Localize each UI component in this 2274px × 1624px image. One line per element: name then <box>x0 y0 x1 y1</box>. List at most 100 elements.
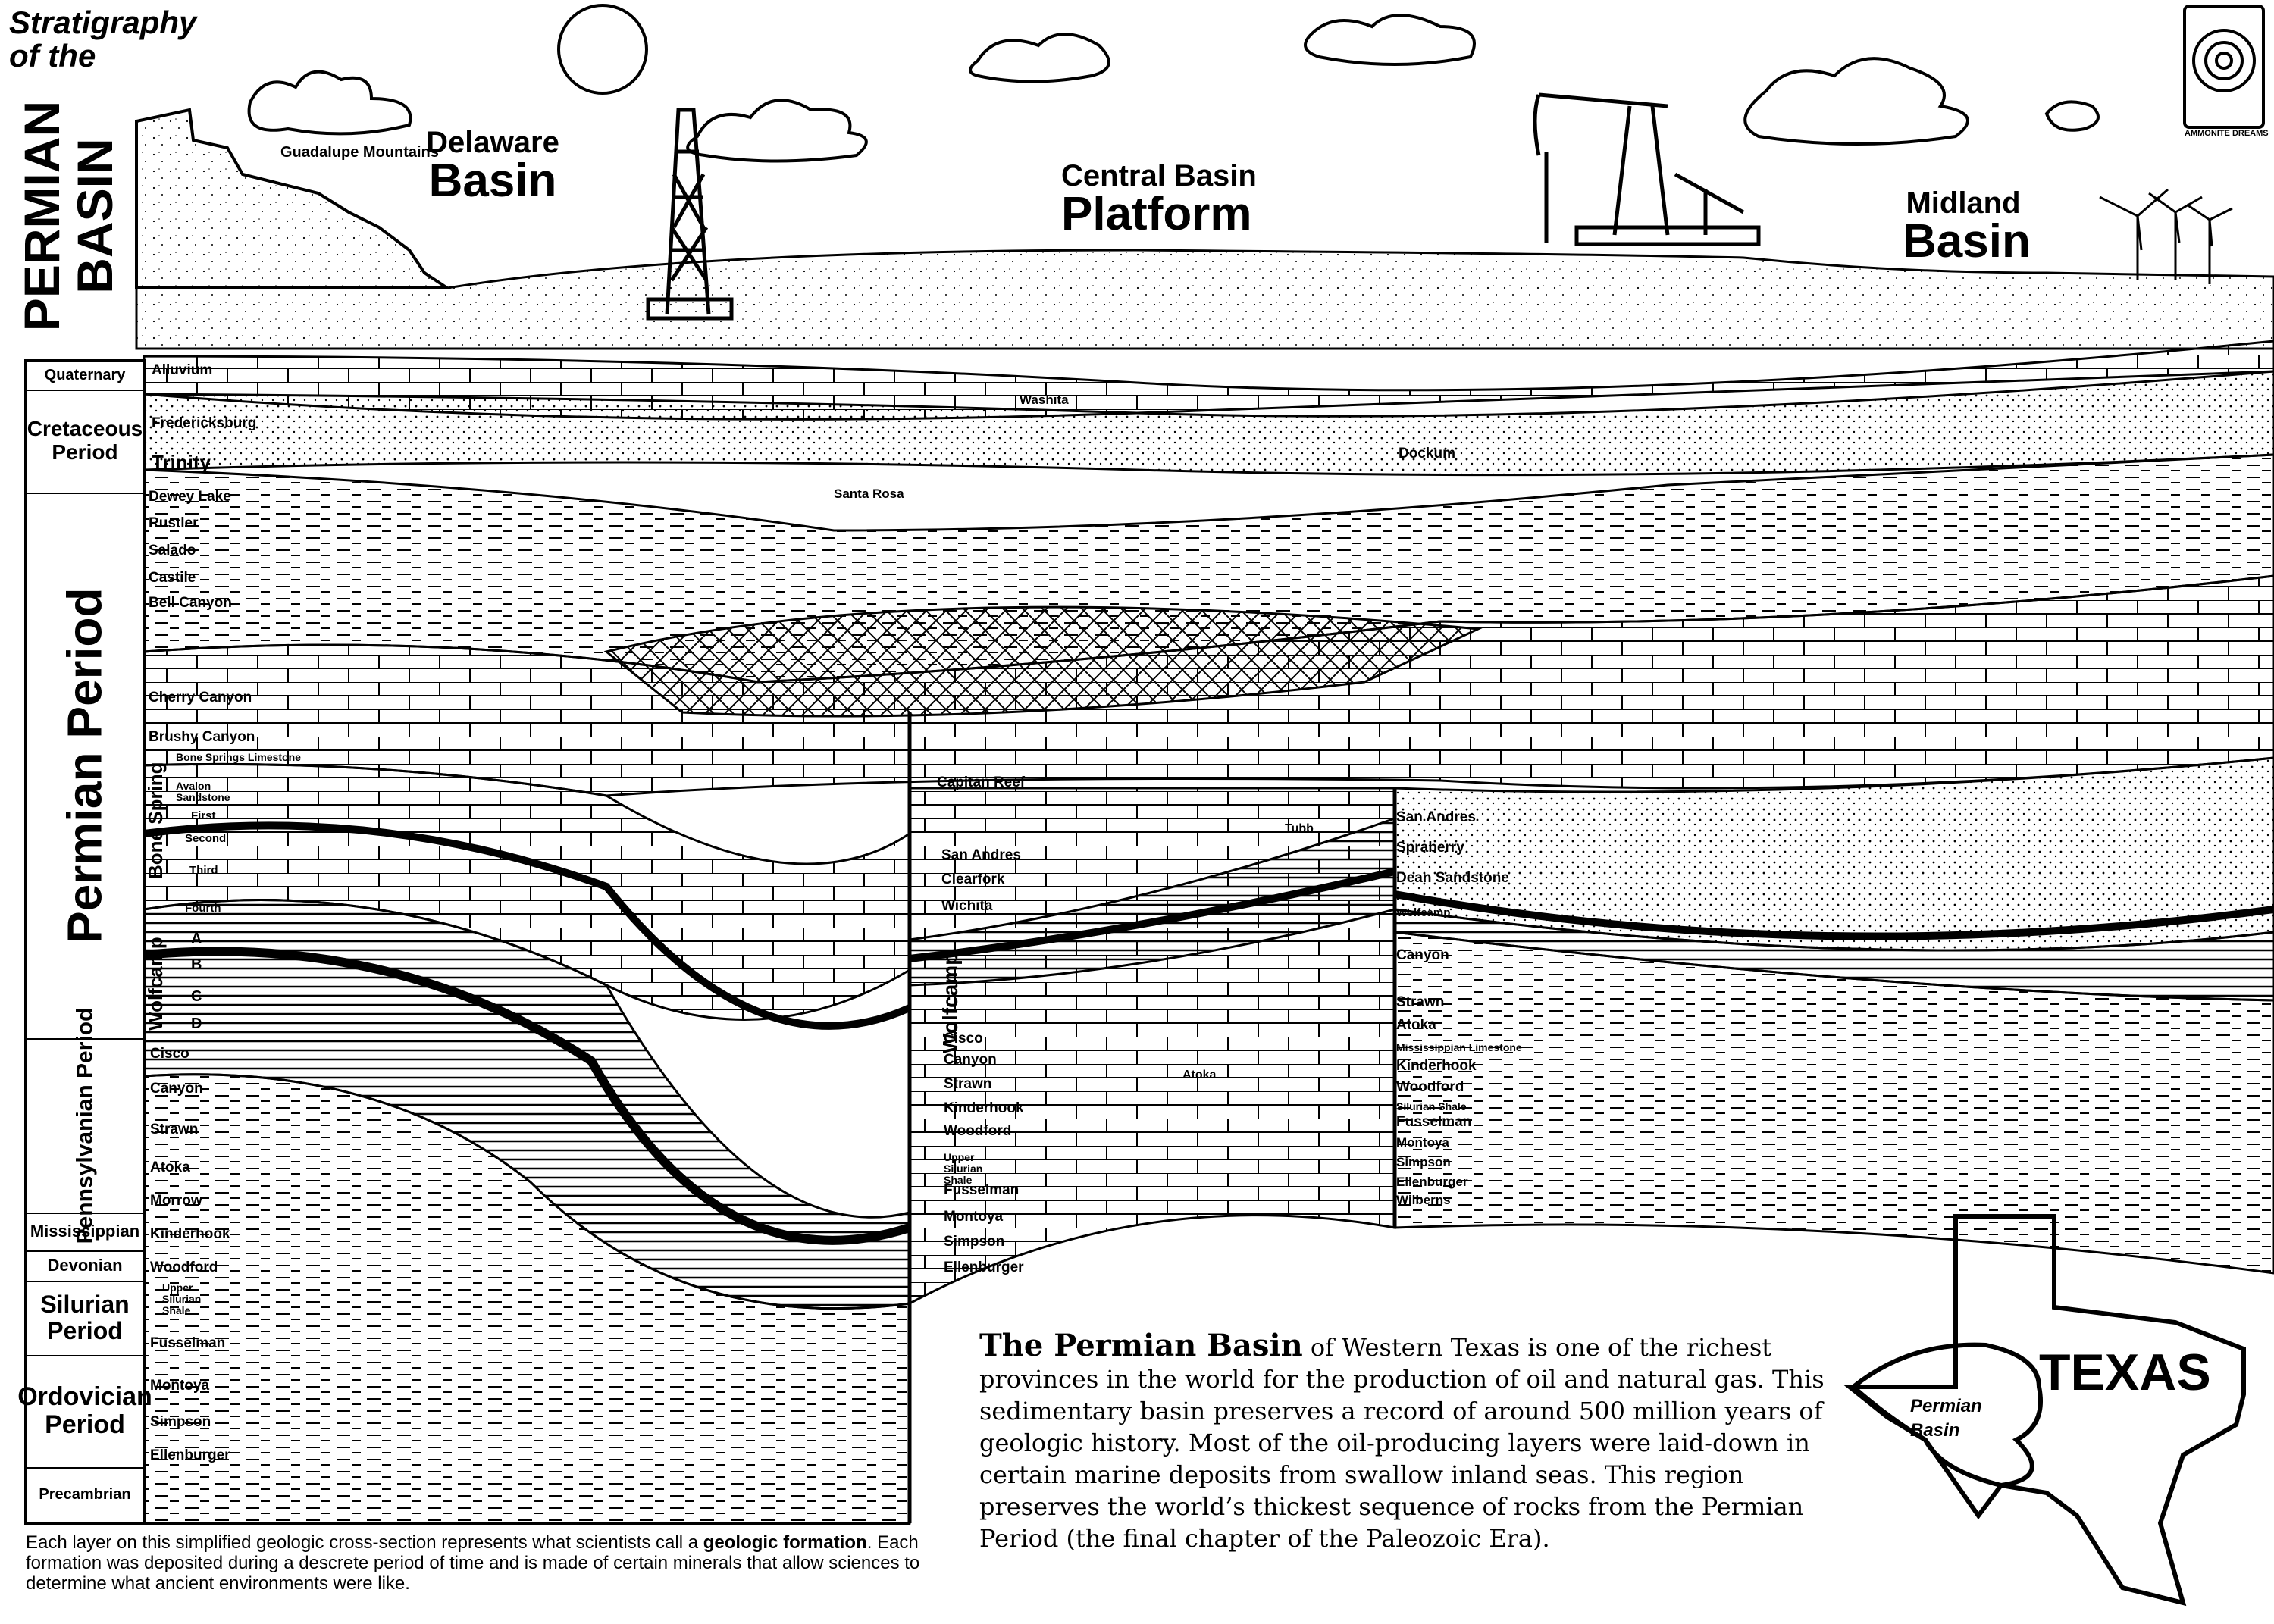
period-mississippian: Mississippian <box>26 1213 144 1252</box>
midland-wilberns: Wilberns <box>1396 1193 1451 1207</box>
central-cisco: Cisco <box>944 1031 983 1047</box>
formation-cisco: Cisco <box>150 1046 190 1062</box>
central-wichita: Wichita <box>941 898 993 914</box>
label-dockum: Dockum <box>1399 446 1455 462</box>
layer-bell-canyon <box>143 574 2274 797</box>
period-precambrian: Precambrian <box>39 1486 131 1503</box>
logo-text: AMMONITE DREAMS <box>2185 129 2269 138</box>
layer-delaware-deep <box>143 1073 911 1525</box>
formation-avalon-sandstone: Avalon Sandstone <box>176 780 230 803</box>
midland-simpson: Simpson <box>1396 1155 1451 1169</box>
title-line1: Stratigraphy <box>9 5 197 40</box>
clouds <box>247 14 2100 163</box>
period-devonian: Devonian <box>26 1250 144 1282</box>
formation-fredericksburg: Fredericksburg <box>152 415 257 431</box>
oil-derrick <box>646 108 734 321</box>
period-pennsylvanian: Pennsylvanian Period <box>26 1007 144 1244</box>
formation-upper-silurian-shale: Upper Silurian Shale <box>162 1281 202 1316</box>
midland-strawn: Strawn <box>1396 994 1445 1010</box>
midland-dean-sandstone: Dean Sandstone <box>1396 870 1509 886</box>
permian-basin-outline <box>1850 1342 2043 1488</box>
formation-bell-canyon: Bell Canyon <box>149 595 232 611</box>
label-santa-rosa: Santa Rosa <box>834 487 904 501</box>
formation-bone-spring: Bone Spring <box>144 762 167 879</box>
formation-strawn: Strawn <box>150 1122 199 1137</box>
formation-atoka: Atoka <box>150 1159 190 1175</box>
permian-basin-map-label: Permian Basin <box>1910 1396 1982 1441</box>
formation-trinity: Trinity <box>152 451 211 474</box>
midland-silurian-shale: Silurian Shale <box>1396 1100 1467 1112</box>
period-cretaceous: Cretaceous Period <box>26 390 144 494</box>
formation-montoya: Montoya <box>150 1378 210 1394</box>
formation-bone-springs-limestone: Bone Springs Limestone <box>176 751 301 763</box>
description: The Permian Basin of Western Texas is on… <box>979 1330 1836 1554</box>
midland-canyon: Canyon <box>1396 947 1449 963</box>
wolfcamp-a: A <box>191 931 202 947</box>
wolfcamp-d: D <box>191 1015 202 1032</box>
central-fusselman: Fusselman <box>944 1182 1020 1198</box>
bone-spring-second: Second <box>185 832 227 845</box>
texas-label: TEXAS <box>2039 1344 2211 1401</box>
central-ellenburger: Ellenburger <box>944 1259 1024 1275</box>
wind-turbines <box>2099 188 2233 284</box>
formation-kinderhook: Kinderhook <box>150 1226 230 1242</box>
bone-spring-first: First <box>191 809 216 822</box>
main-title: PERMIAN BASIN <box>14 80 136 352</box>
central-canyon: Canyon <box>944 1052 997 1068</box>
bone-spring-fourth: Fourth <box>185 902 221 915</box>
central-kinderhook: Kinderhook <box>944 1100 1024 1116</box>
formation-fusselman: Fusselman <box>150 1335 226 1351</box>
ammonite-logo <box>2183 5 2265 129</box>
central-montoya: Montoya <box>944 1209 1004 1225</box>
midland-wolfcamp: Wolfcamp <box>1396 906 1451 919</box>
midland-san-andres: San Andres <box>1396 809 1476 825</box>
midland-montoya: Montoya <box>1396 1135 1449 1150</box>
central-upper-silurian-shale: Upper Silurian Shale <box>944 1151 983 1186</box>
midland-atoka: Atoka <box>1396 1017 1436 1033</box>
midland-mississippian-limestone: Mississippian Limestone <box>1396 1041 1522 1053</box>
formation-wolfcamp: Wolfcamp <box>144 937 167 1031</box>
caption-text-1: Each layer on this simplified geologic c… <box>26 1532 703 1553</box>
label-washita: Washita <box>1020 393 1069 407</box>
sun <box>557 4 648 95</box>
caption-bold: geologic formation <box>703 1532 867 1553</box>
formation-cherry-canyon: Cherry Canyon <box>149 690 252 706</box>
central-woodford: Woodford <box>944 1123 1012 1139</box>
central-san-andres: San Andres <box>941 847 1021 863</box>
midland-ellenburger: Ellenburger <box>1396 1175 1468 1189</box>
formation-ellenburger: Ellenburger <box>150 1447 230 1463</box>
caption: Each layer on this simplified geologic c… <box>26 1532 920 1594</box>
wolfcamp-c: C <box>191 988 202 1005</box>
description-bold: The Permian Basin <box>979 1328 1303 1363</box>
main-title-text: PERMIAN BASIN <box>14 100 123 332</box>
layer-midland-deep <box>1393 931 2274 1275</box>
period-column <box>24 359 146 1525</box>
central-simpson: Simpson <box>944 1234 1005 1250</box>
pump-jack <box>1533 92 1761 246</box>
period-silurian: Silurian Period <box>26 1281 144 1356</box>
layer-cretaceous <box>143 370 2274 477</box>
central-strawn: Strawn <box>944 1076 992 1092</box>
period-ordovician: Ordovician Period <box>17 1355 152 1469</box>
formation-alluvium: Alluvium <box>152 362 213 378</box>
central-tubb: Tubb <box>1285 822 1314 835</box>
period-permian: Permian Period <box>26 493 144 1040</box>
texas-outline <box>1843 1214 2246 1607</box>
formation-salado: Salado <box>149 543 196 559</box>
midland-spraberry: Spraberry <box>1396 840 1464 856</box>
formation-rustler: Rustler <box>149 515 199 531</box>
title-line2: of the <box>9 38 96 74</box>
wolfcamp-b: B <box>191 956 202 973</box>
formation-canyon: Canyon <box>150 1081 203 1097</box>
formation-woodford: Woodford <box>150 1259 218 1275</box>
title-small: Stratigraphy of the <box>9 6 196 73</box>
midland-fusselman: Fusselman <box>1396 1114 1472 1130</box>
guadalupe-label: Guadalupe Mountains <box>280 144 439 161</box>
description-text: of Western Texas is one of the richest p… <box>979 1333 1825 1553</box>
formation-castile: Castile <box>149 570 196 586</box>
formation-dewey-lake: Dewey Lake <box>149 489 231 505</box>
